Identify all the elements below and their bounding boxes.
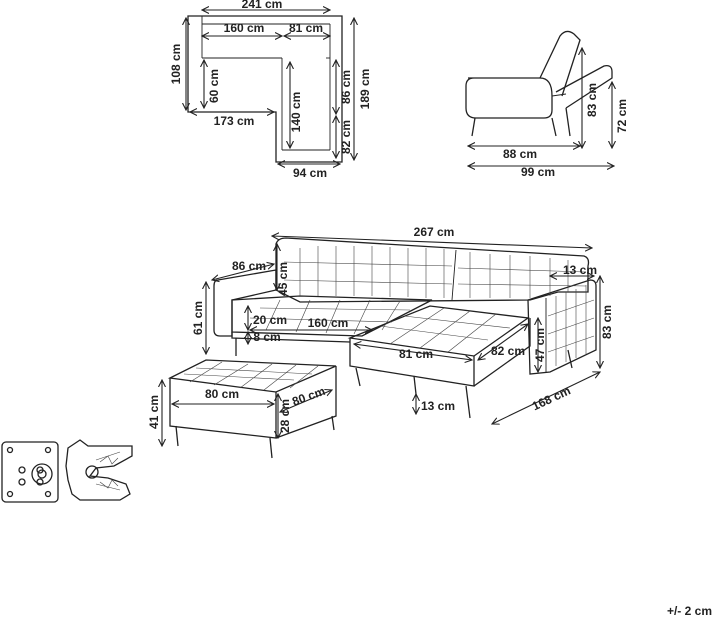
top-dim-chaise-width-bottom: 94 cm xyxy=(293,166,327,180)
ottoman-dim-width: 80 cm xyxy=(205,387,239,401)
top-dim-depth-left: 108 cm xyxy=(169,44,183,85)
side-view: 83 cm 72 cm 88 cm 99 cm xyxy=(465,30,629,179)
main-dim-chaise-width: 81 cm xyxy=(399,347,433,361)
top-dim-chaise-inner-depth: 86 cm xyxy=(339,70,353,104)
top-dim-seat-width: 160 cm xyxy=(224,21,265,35)
main-dim-armrest-depth: 86 cm xyxy=(232,259,266,273)
tolerance-note: +/- 2 cm xyxy=(666,604,712,618)
sofa-right-arm xyxy=(527,279,597,375)
ottoman-dim-cushion: 28 cm xyxy=(278,399,292,433)
main-dim-leg-height: 8 cm xyxy=(253,330,280,344)
top-dim-total-width: 241 cm xyxy=(242,0,283,11)
ottoman-view: 80 cm 80 cm 41 cm 28 cm xyxy=(147,359,337,459)
side-dim-back-height: 72 cm xyxy=(615,99,629,133)
ottoman-dim-height: 41 cm xyxy=(147,395,161,429)
connector-detail xyxy=(1,439,133,503)
side-dim-seat-depth: 88 cm xyxy=(503,147,537,161)
main-dim-total-width: 267 cm xyxy=(414,225,455,239)
main-dim-seat-width: 160 cm xyxy=(308,316,349,330)
top-dim-total-length: 189 cm xyxy=(358,69,372,110)
main-dim-cushion-height: 20 cm xyxy=(253,313,287,327)
bracket-plate xyxy=(1,441,59,503)
top-dim-chaise-depth-lower: 82 cm xyxy=(339,120,353,154)
main-dim-chaise-depth: 82 cm xyxy=(491,344,525,358)
sofa-backrest xyxy=(275,237,590,303)
bracket-hook xyxy=(65,439,133,501)
top-dim-chaise-seat-length: 140 cm xyxy=(289,92,303,133)
main-dim-seat-height: 61 cm xyxy=(191,301,205,335)
main-dim-chaise-cushion: 47 cm xyxy=(533,328,547,362)
main-dim-total-length: 168 cm xyxy=(530,383,573,413)
top-dim-seat-depth: 60 cm xyxy=(207,69,221,103)
main-dim-chaise-leg: 13 cm xyxy=(421,399,455,413)
top-view: 241 cm 160 cm 81 cm 108 cm 60 cm 173 cm … xyxy=(169,0,372,180)
main-dim-total-height: 83 cm xyxy=(600,305,614,339)
side-dim-total-depth: 99 cm xyxy=(521,165,555,179)
main-dim-back-height: 45 cm xyxy=(276,262,290,296)
top-view-outline xyxy=(187,15,343,163)
ottoman-dim-depth: 80 cm xyxy=(290,384,327,409)
main-dim-armrest-width: 13 cm xyxy=(563,263,597,277)
top-dim-chaise-width: 81 cm xyxy=(289,21,323,35)
side-dim-reclined-height: 83 cm xyxy=(585,83,599,117)
main-sofa-view: 267 cm 86 cm 45 cm 13 cm 61 cm 20 cm 160… xyxy=(191,225,614,424)
top-dim-bottom-width: 173 cm xyxy=(214,114,255,128)
